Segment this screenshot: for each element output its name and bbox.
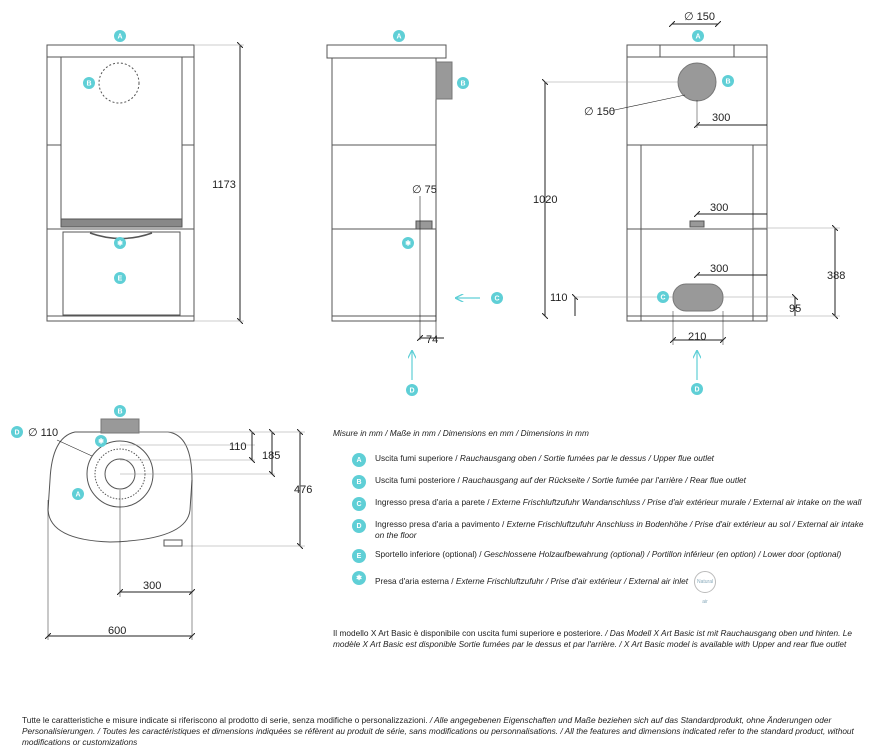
badge-star-side: ✱ <box>402 237 414 249</box>
d74-label: 74 <box>426 334 438 346</box>
svg-text:✱: ✱ <box>405 240 411 248</box>
legend-item-e: E Sportello inferiore (optional) / Gesch… <box>333 549 873 563</box>
svg-text:A: A <box>75 492 80 499</box>
svg-text:C: C <box>494 296 499 303</box>
svg-text:B: B <box>725 79 730 86</box>
badge-d-rear: D <box>691 383 703 395</box>
front-height-dim: 1173 <box>194 45 244 321</box>
svg-text:A: A <box>396 34 401 41</box>
svg-text:B: B <box>86 81 91 88</box>
svg-text:B: B <box>460 81 465 88</box>
legend-item-a: A Uscita fumi superiore / Rauchausgang o… <box>333 453 873 467</box>
d600-label: 600 <box>108 625 126 637</box>
badge-icon: D <box>352 519 366 533</box>
side-dims <box>412 196 480 380</box>
rear-view <box>626 44 768 322</box>
badge-c-rear: C <box>657 291 669 303</box>
d110-top-label: 110 <box>229 441 247 453</box>
dia150-top-label: ∅ 150 <box>684 11 715 23</box>
badge-icon: C <box>352 497 366 511</box>
badge-icon: ✱ <box>352 571 366 585</box>
badge-b-plan: B <box>114 405 126 417</box>
badge-d-plan: D <box>11 426 23 438</box>
badge-a-side: A <box>393 30 405 42</box>
svg-text:A: A <box>695 34 700 41</box>
d300-star-label: 300 <box>710 202 728 214</box>
badge-b-rear: B <box>722 75 734 87</box>
d388-label: 388 <box>827 270 845 282</box>
badge-c-side: C <box>491 292 503 304</box>
footer-disclaimer: Tutte le caratteristiche e misure indica… <box>22 715 854 747</box>
badge-a-rear: A <box>692 30 704 42</box>
svg-text:B: B <box>117 409 122 416</box>
svg-text:E: E <box>118 276 123 283</box>
svg-text:D: D <box>14 430 19 437</box>
d1020-label: 1020 <box>533 194 557 206</box>
svg-text:✱: ✱ <box>117 240 123 248</box>
legend: Misure in mm / Maße in mm / Dimensions e… <box>333 428 873 605</box>
units-note: Misure in mm / Maße in mm / Dimensions e… <box>333 428 589 438</box>
badge-d-side: D <box>406 384 418 396</box>
d300-plan-label: 300 <box>143 580 161 592</box>
badge-icon: A <box>352 453 366 467</box>
legend-item-c: C Ingresso presa d'aria a parete / Exter… <box>333 497 873 511</box>
badge-icon: E <box>352 549 366 563</box>
badge-b-side: B <box>457 77 469 89</box>
side-view <box>326 44 453 322</box>
svg-text:D: D <box>409 388 414 395</box>
dia110-label: ∅ 110 <box>28 427 58 439</box>
badge-e: E <box>114 272 126 284</box>
badge-star-plan: ✱ <box>95 435 107 447</box>
d300-c-label: 300 <box>710 263 728 275</box>
legend-item-star: ✱ Presa d'aria esterna / Externe Frischl… <box>333 571 873 605</box>
badge-star: ✱ <box>114 237 126 249</box>
natural-air-logo-icon: Natural air <box>694 571 717 605</box>
d110-c-label: 110 <box>550 292 568 304</box>
plan-dims <box>48 432 305 640</box>
d300-b-label: 300 <box>712 112 730 124</box>
model-note: Il modello X Art Basic è disponibile con… <box>333 628 852 649</box>
rear-dims <box>545 24 840 380</box>
badge-b: B <box>83 77 95 89</box>
dia75-label: ∅ 75 <box>412 184 437 196</box>
badge-a-plan: A <box>72 488 84 500</box>
legend-item-b: B Uscita fumi posteriore / Rauchausgang … <box>333 475 873 489</box>
dia150-side-label: ∅ 150 <box>584 106 615 118</box>
svg-text:D: D <box>694 387 699 394</box>
svg-text:C: C <box>660 295 665 302</box>
svg-text:✱: ✱ <box>98 438 104 446</box>
d95-label: 95 <box>789 303 801 315</box>
d210-label: 210 <box>688 331 706 343</box>
badge-icon: B <box>352 475 366 489</box>
d185-label: 185 <box>262 450 280 462</box>
legend-item-d: D Ingresso presa d'aria a pavimento / Ex… <box>333 519 873 541</box>
height-label: 1173 <box>212 179 236 191</box>
svg-text:A: A <box>117 34 122 41</box>
d476-label: 476 <box>294 484 312 496</box>
badge-a: A <box>114 30 126 42</box>
